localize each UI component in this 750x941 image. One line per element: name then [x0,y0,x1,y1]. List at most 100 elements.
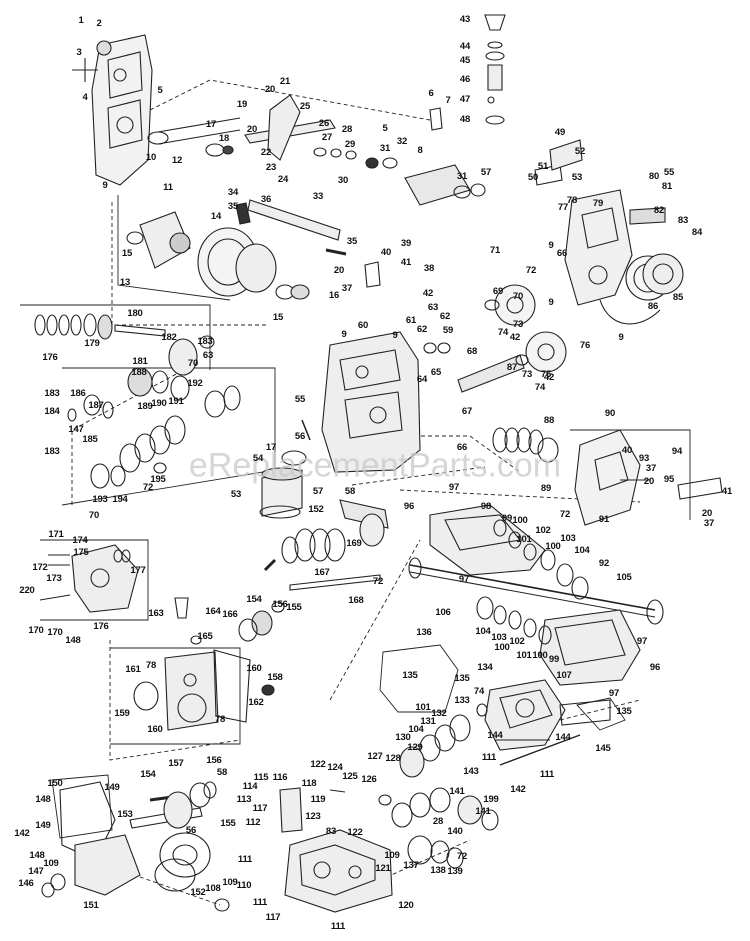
part-callout-58: 58 [344,486,356,497]
part-callout-37: 37 [341,283,353,294]
part-callout-20: 20 [333,265,345,276]
side-cover-housing [484,139,684,326]
part-callout-170: 170 [47,627,63,638]
part-callout-31: 31 [379,143,391,154]
part-callout-17: 17 [265,442,277,453]
part-callout-73: 73 [512,319,524,330]
part-callout-73: 73 [521,369,533,380]
part-callout-141: 141 [449,786,465,797]
part-callout-42: 42 [543,372,555,383]
part-callout-86: 86 [647,301,659,312]
part-callout-30: 30 [337,175,349,186]
part-callout-183: 183 [197,336,213,347]
part-callout-72: 72 [142,482,154,493]
part-callout-28: 28 [341,124,353,135]
part-callout-78: 78 [214,714,226,725]
part-callout-5: 5 [382,123,388,134]
part-callout-167: 167 [314,567,330,578]
part-callout-155: 155 [286,602,302,613]
part-callout-129: 129 [407,742,423,753]
part-callout-46: 46 [459,74,471,85]
part-callout-170: 170 [28,625,44,636]
part-callout-183: 183 [44,388,60,399]
part-callout-154: 154 [140,769,156,780]
part-callout-97: 97 [608,688,620,699]
part-callout-136: 136 [416,627,432,638]
part-callout-2: 2 [96,18,102,29]
part-callout-42: 42 [509,332,521,343]
part-callout-111: 111 [330,921,346,932]
part-callout-7: 7 [445,95,451,106]
part-callout-78: 78 [145,660,157,671]
part-callout-29: 29 [344,139,356,150]
part-callout-142: 142 [14,828,30,839]
part-callout-57: 57 [480,167,492,178]
part-callout-140: 140 [447,826,463,837]
part-callout-98: 98 [480,501,492,512]
part-callout-100: 100 [532,650,548,661]
oil-filter [259,419,311,519]
part-callout-18: 18 [218,133,230,144]
part-callout-35: 35 [227,201,239,212]
part-callout-160: 160 [147,724,163,735]
part-callout-177: 177 [130,565,146,576]
part-callout-159: 159 [114,708,130,719]
part-callout-148: 148 [35,794,51,805]
part-callout-14: 14 [210,211,222,222]
part-callout-99: 99 [548,654,560,665]
part-callout-41: 41 [721,486,733,497]
part-callout-104: 104 [408,724,424,735]
part-callout-100: 100 [512,515,528,526]
part-callout-107: 107 [556,670,572,681]
front-cover-assembly [72,34,241,186]
part-callout-146: 146 [18,878,34,889]
part-callout-147: 147 [68,424,84,435]
part-callout-34: 34 [227,187,239,198]
part-callout-154: 154 [246,594,262,605]
part-callout-22: 22 [260,147,272,158]
part-callout-195: 195 [150,474,166,485]
clutch-pack-assembly [34,313,241,489]
part-callout-143: 143 [463,766,479,777]
part-callout-126: 126 [361,774,377,785]
part-callout-148: 148 [29,850,45,861]
part-callout-135: 135 [616,706,632,717]
part-callout-128: 128 [385,753,401,764]
part-callout-76: 76 [579,340,591,351]
part-callout-74: 74 [497,327,509,338]
part-callout-111: 111 [481,752,497,763]
part-callout-96: 96 [649,662,661,673]
part-callout-180: 180 [127,308,143,319]
part-callout-165: 165 [197,631,213,642]
part-callout-70: 70 [512,291,524,302]
part-callout-192: 192 [187,378,203,389]
part-callout-31: 31 [456,171,468,182]
part-callout-147: 147 [28,866,44,877]
part-callout-101: 101 [516,650,532,661]
part-callout-83: 83 [677,215,689,226]
part-callout-158: 158 [267,672,283,683]
part-callout-10: 10 [145,152,157,163]
part-callout-185: 185 [82,434,98,445]
part-callout-151: 151 [83,900,99,911]
part-callout-20: 20 [701,508,713,519]
part-callout-115: 115 [253,772,269,783]
part-callout-20: 20 [264,84,276,95]
part-callout-184: 184 [44,406,60,417]
part-callout-13: 13 [119,277,131,288]
part-callout-155: 155 [220,818,236,829]
part-callout-26: 26 [318,118,330,129]
part-callout-145: 145 [595,743,611,754]
part-callout-72: 72 [456,851,468,862]
part-callout-51: 51 [537,161,549,172]
reverse-shaft-group [174,499,389,645]
part-callout-9: 9 [548,297,554,308]
part-callout-97: 97 [636,636,648,647]
part-callout-117: 117 [252,803,268,814]
part-callout-135: 135 [454,673,470,684]
part-callout-62: 62 [416,324,428,335]
part-callout-90: 90 [604,408,616,419]
part-callout-80: 80 [648,171,660,182]
part-callout-183: 183 [44,446,60,457]
part-callout-56: 56 [294,431,306,442]
